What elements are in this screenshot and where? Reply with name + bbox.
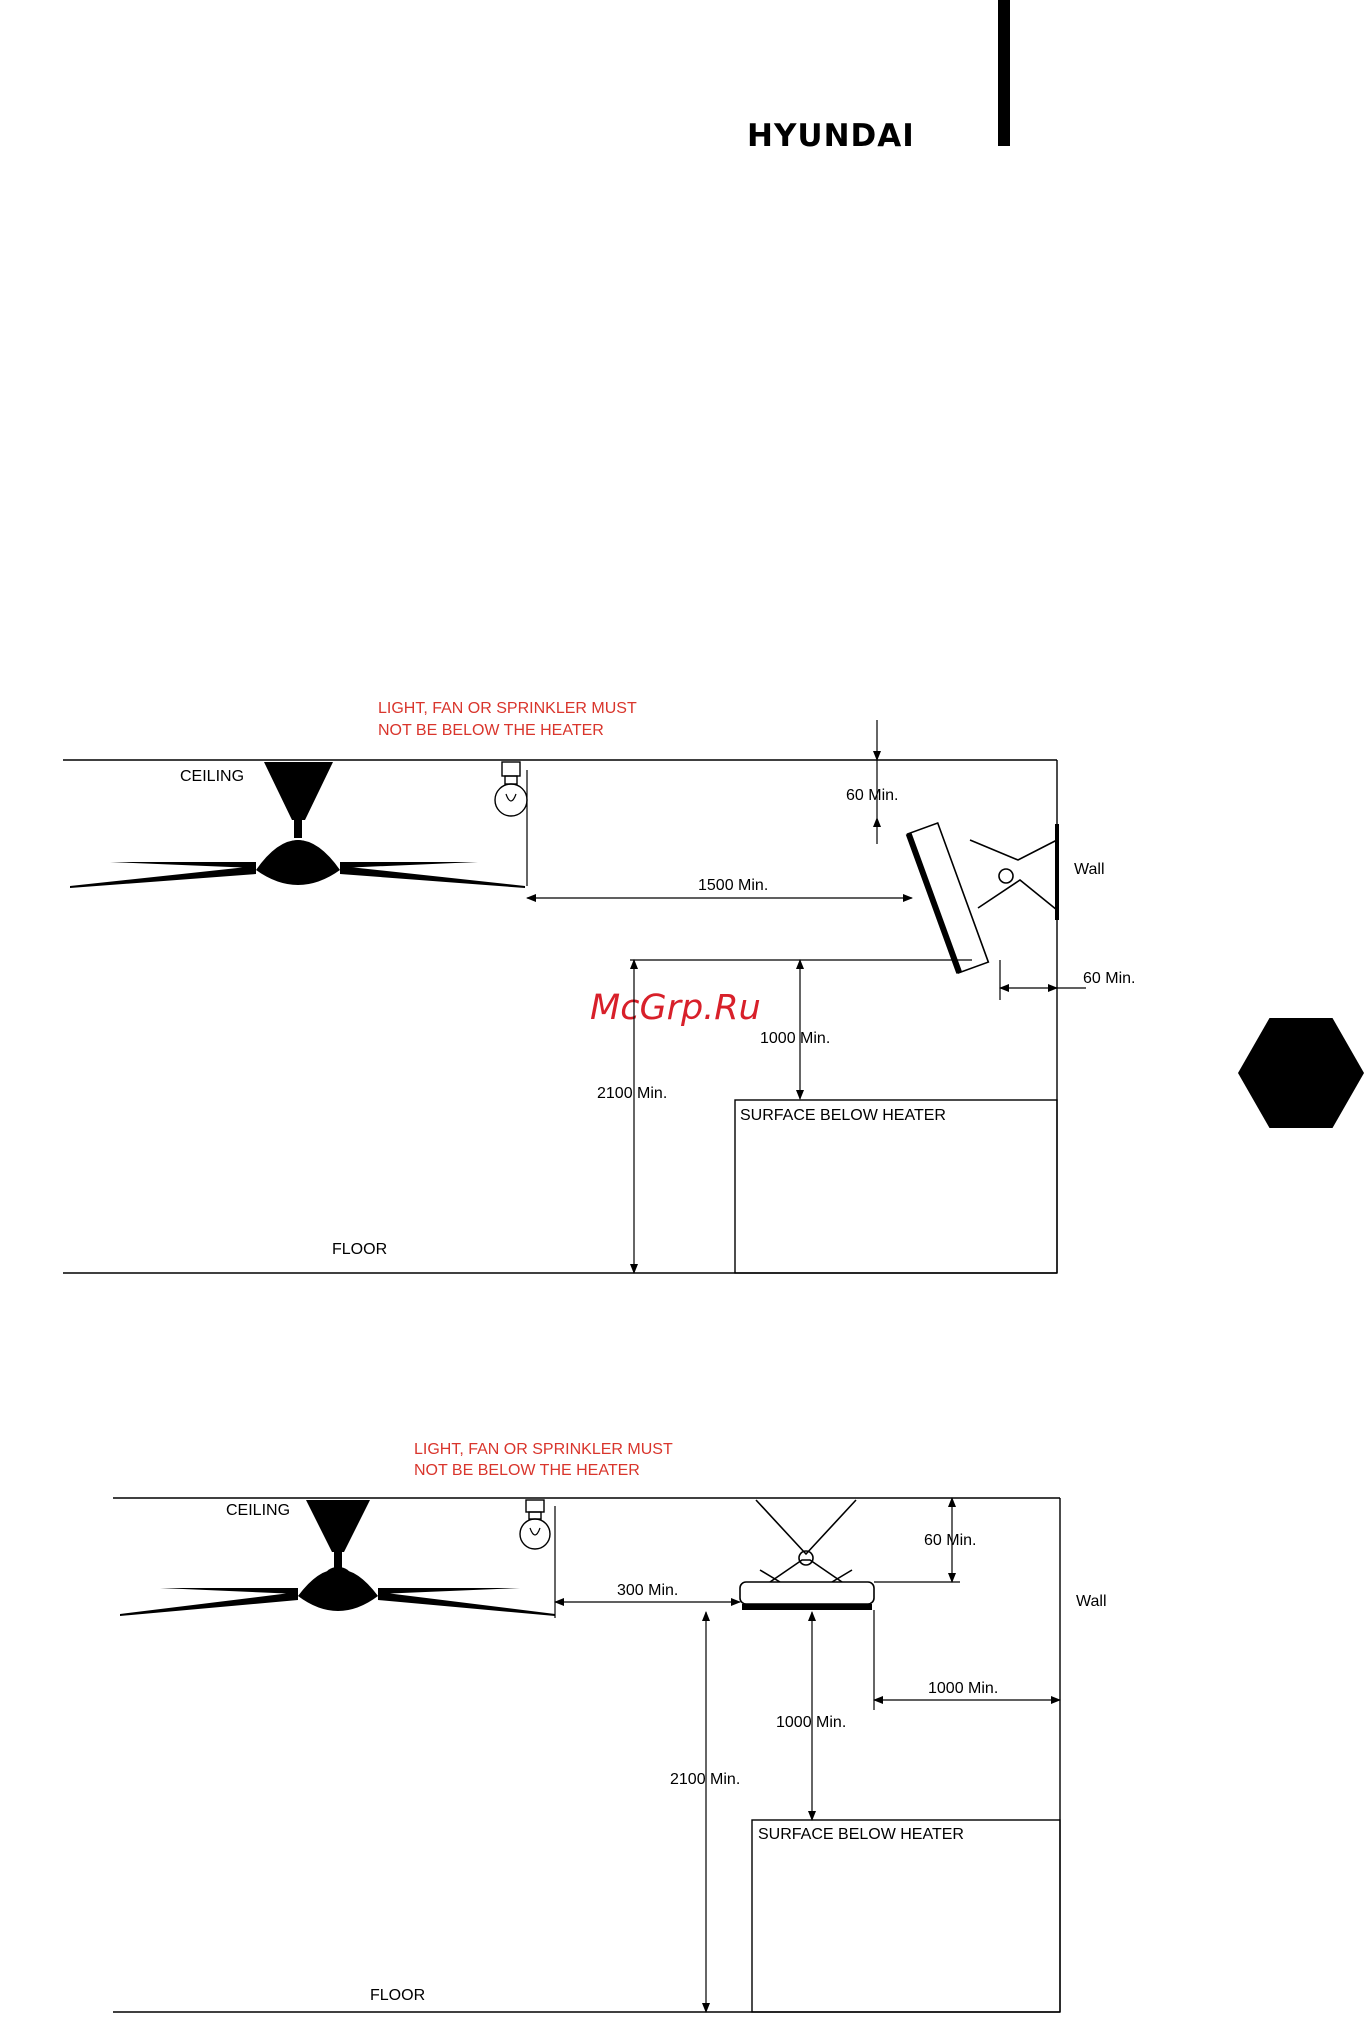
ceiling-mount-clearance-diagram: LIGHT, FAN OR SPRINKLER MUST NOT BE BELO… [0,1430,1366,2019]
surface-below-heater-box [752,1820,1060,2012]
brand-logo: HYUNDAI [747,118,915,154]
wall-bracket-icon [970,824,1057,920]
dim-height-label: 2100 Min. [670,1771,740,1788]
warning-text-line1: LIGHT, FAN OR SPRINKLER MUST [378,700,637,717]
warning-text-line2: NOT BE BELOW THE HEATER [414,1462,640,1479]
wall-label: Wall [1074,861,1105,878]
wall-mount-clearance-diagram: LIGHT, FAN OR SPRINKLER MUST NOT BE BELO… [0,690,1366,1290]
header-bar [998,0,1010,146]
surface-label: SURFACE BELOW HEATER [758,1826,964,1843]
floor-label: FLOOR [370,1987,425,2004]
dim-horizontal-label: 1500 Min. [698,877,768,894]
ceiling-label: CEILING [180,768,244,785]
dim-below-label: 1000 Min. [760,1030,830,1047]
dim-horizontal-label: 300 Min. [617,1582,678,1599]
dim-below-label: 1000 Min. [776,1714,846,1731]
wall-label: Wall [1076,1593,1107,1610]
surface-below-heater-box [735,1100,1057,1273]
ceiling-heater-icon [740,1500,874,1610]
ceiling-fan-icon [120,1500,555,1616]
light-bulb-icon [520,1500,550,1549]
warning-text-line1: LIGHT, FAN OR SPRINKLER MUST [414,1441,673,1458]
dim-height-label: 2100 Min. [597,1085,667,1102]
dim-top-label: 60 Min. [846,787,898,804]
light-bulb-icon [495,762,527,816]
floor-label: FLOOR [332,1241,387,1258]
ceiling-label: CEILING [226,1502,290,1519]
surface-label: SURFACE BELOW HEATER [740,1107,946,1124]
dim-side-label: 60 Min. [1083,970,1135,987]
ceiling-fan-icon [70,762,525,888]
warning-text-line2: NOT BE BELOW THE HEATER [378,722,604,739]
wall-heater-icon [906,823,989,974]
dim-top-label: 60 Min. [924,1532,976,1549]
dim-wall-label: 1000 Min. [928,1680,998,1697]
